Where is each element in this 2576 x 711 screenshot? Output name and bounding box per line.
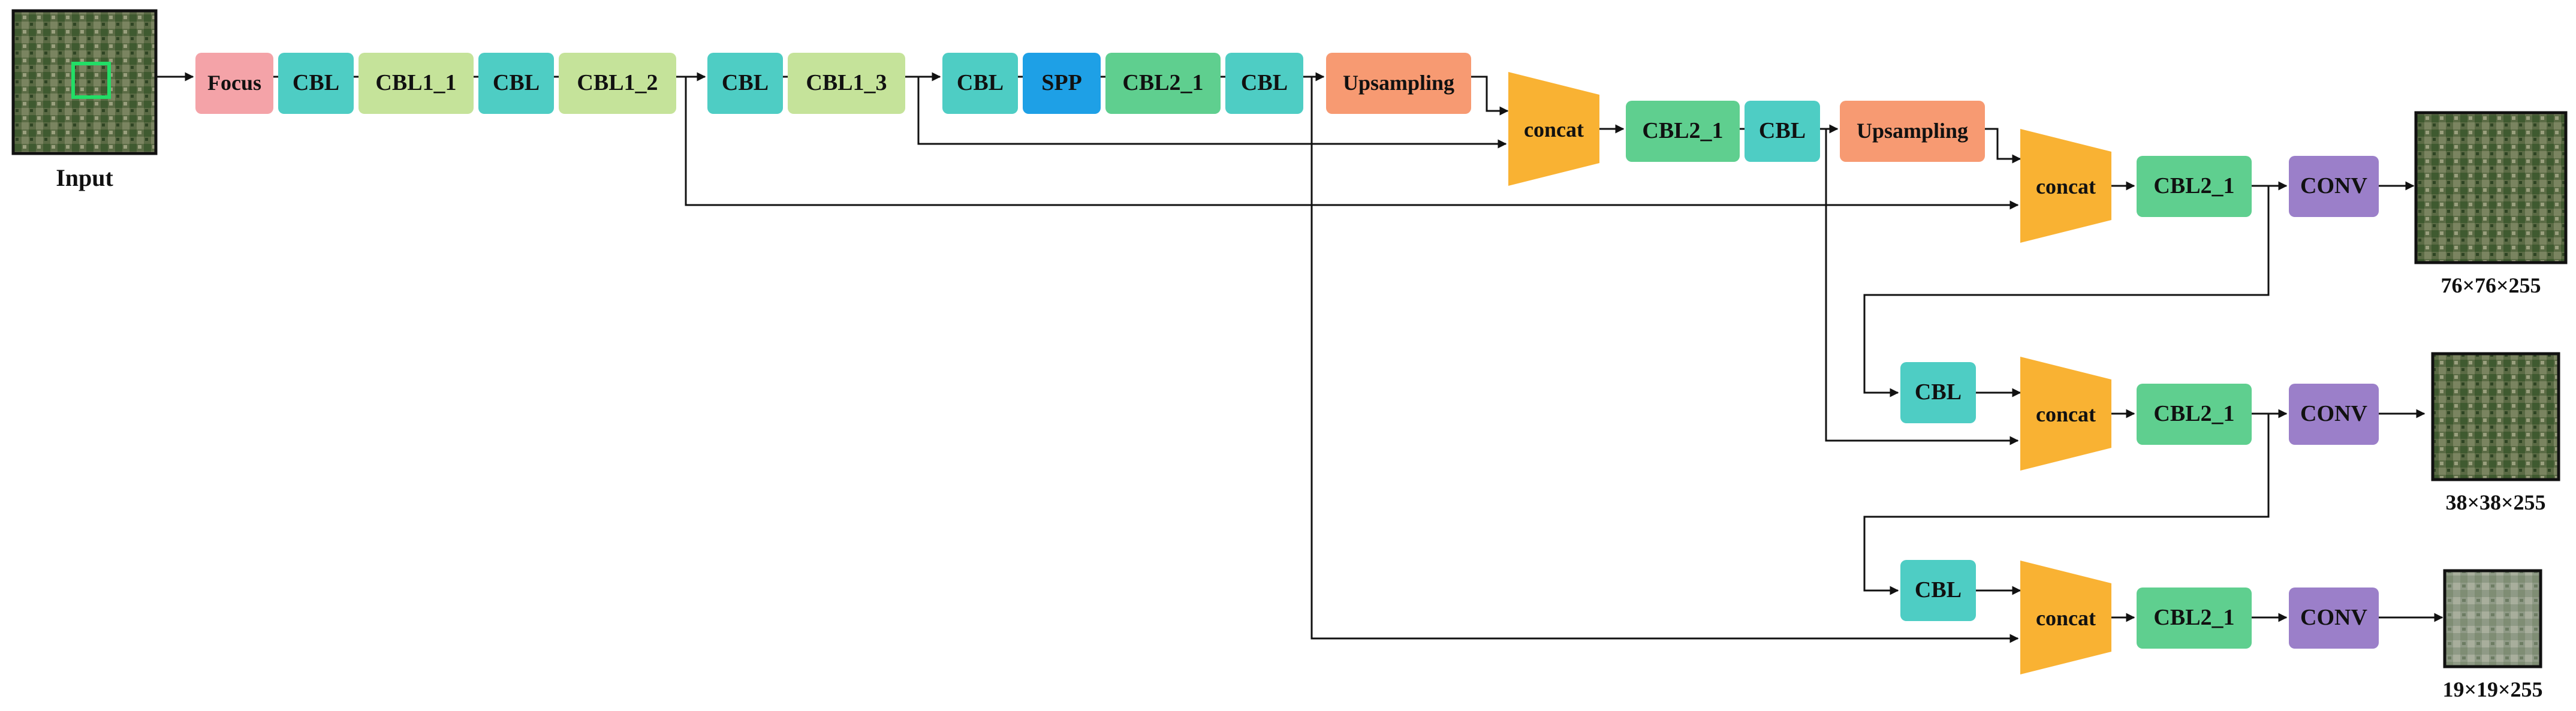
block-conv-label: CONV (2300, 401, 2367, 426)
arrow-skip-cbl1_3-concat1 (917, 77, 1507, 149)
block-cbl: CBL (1900, 560, 1976, 621)
block-cbl2_1: CBL2_1 (1105, 53, 1221, 114)
block-cbl1_2-label: CBL1_2 (577, 70, 658, 95)
block-focus-label: Focus (207, 71, 261, 95)
block-cbl2_1-label: CBL2_1 (1642, 118, 1723, 143)
block-cbl: CBL (1900, 362, 1976, 423)
block-upsampling: Upsampling (1326, 53, 1471, 114)
block-concat: concat (2020, 357, 2111, 471)
output-label: 76×76×255 (2441, 273, 2541, 297)
block-cbl: CBL (707, 53, 783, 114)
block-cbl2_1-label: CBL2_1 (2153, 605, 2234, 630)
block-concat: concat (1508, 72, 1599, 186)
block-concat-label: concat (2036, 606, 2096, 630)
block-concat-label: concat (1524, 118, 1584, 141)
block-cbl2_1-label: CBL2_1 (1122, 70, 1203, 95)
output-group: 19×19×255 (2442, 569, 2543, 701)
arrow-upsampling1-concat1 (1471, 76, 1509, 116)
block-cbl-label: CBL (957, 70, 1004, 95)
block-cbl1_1-label: CBL1_1 (375, 70, 456, 95)
block-conv: CONV (2289, 588, 2379, 649)
input-group: Input (11, 9, 158, 191)
block-spp: SPP (1023, 53, 1101, 114)
block-cbl-label: CBL (722, 70, 769, 95)
block-cbl1_1: CBL1_1 (358, 53, 474, 114)
block-upsampling: Upsampling (1840, 101, 1985, 162)
block-cbl2_1: CBL2_1 (2137, 156, 2252, 217)
arrow-skip-cbl-concat3 (1825, 129, 2019, 445)
block-spp-label: SPP (1041, 70, 1082, 95)
block-concat-label: concat (2036, 174, 2096, 198)
block-conv-label: CONV (2300, 173, 2367, 198)
block-cbl2_1: CBL2_1 (2137, 588, 2252, 649)
block-conv: CONV (2289, 156, 2379, 217)
arrow-skip-cbl1_2-concat2 (685, 77, 2019, 210)
block-cbl: CBL (1225, 53, 1303, 114)
block-upsampling-label: Upsampling (1857, 119, 1968, 143)
output-group: 76×76×255 (2414, 111, 2568, 297)
output-group: 38×38×255 (2431, 352, 2560, 514)
block-cbl-label: CBL (493, 70, 540, 95)
connectors (157, 72, 2444, 643)
block-concat-label: concat (2036, 402, 2096, 426)
block-cbl: CBL (942, 53, 1018, 114)
input-image (11, 9, 158, 155)
block-concat: concat (2020, 561, 2111, 674)
block-cbl: CBL (478, 53, 554, 114)
arrow-branch-to-cbl-row4 (1863, 186, 2270, 397)
block-upsampling-label: Upsampling (1343, 71, 1454, 95)
arrow-branch-to-cbl-row5 (1863, 414, 2270, 595)
block-cbl-label: CBL (1241, 70, 1288, 95)
block-cbl-label: CBL (1915, 577, 1962, 602)
block-cbl2_1-label: CBL2_1 (2153, 401, 2234, 426)
block-cbl1_2: CBL1_2 (559, 53, 676, 114)
arrow-skip-cbl-concat4 (1310, 77, 2019, 643)
output-image (2431, 352, 2560, 481)
output-label: 19×19×255 (2442, 677, 2542, 701)
block-cbl: CBL (278, 53, 354, 114)
block-cbl2_1: CBL2_1 (1626, 101, 1740, 162)
block-cbl-label: CBL (1915, 379, 1962, 405)
block-cbl-label: CBL (293, 70, 339, 95)
block-cbl-label: CBL (1759, 118, 1806, 143)
block-cbl2_1: CBL2_1 (2137, 384, 2252, 445)
block-cbl1_3: CBL1_3 (788, 53, 905, 114)
input-label: Input (56, 164, 113, 191)
input-highlight-box (71, 62, 111, 99)
block-cbl1_3-label: CBL1_3 (806, 70, 887, 95)
block-conv-label: CONV (2300, 605, 2367, 630)
block-concat: concat (2020, 129, 2111, 243)
block-focus: Focus (195, 53, 273, 114)
output-image (2414, 111, 2568, 264)
block-cbl2_1-label: CBL2_1 (2153, 173, 2234, 198)
block-cbl: CBL (1745, 101, 1820, 162)
output-label: 38×38×255 (2445, 490, 2545, 514)
output-image (2443, 569, 2542, 668)
arrow-upsampling2-concat2 (1985, 128, 2021, 164)
block-conv: CONV (2289, 384, 2379, 445)
